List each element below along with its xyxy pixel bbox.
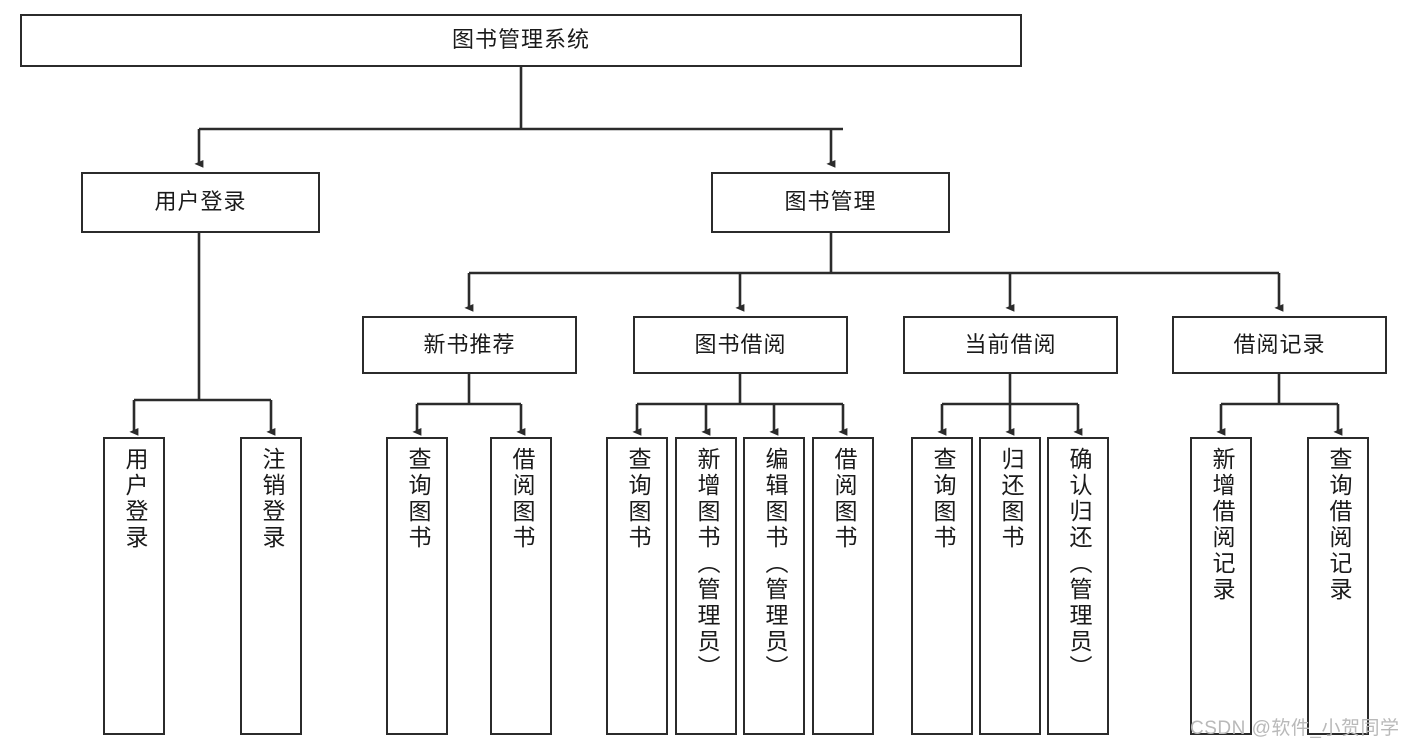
leaf-query-borrow-record[interactable]: 查询借阅记录 <box>1307 437 1369 735</box>
node-current-borrow-label: 当前借阅 <box>964 331 1057 357</box>
leaf-query-book-recommend-label: 查询图书 <box>404 447 431 551</box>
node-user-login[interactable]: 用户登录 <box>81 172 320 233</box>
leaf-query-book-borrow-label: 查询图书 <box>624 447 651 551</box>
leaf-return-book-label: 归还图书 <box>997 447 1024 551</box>
node-root[interactable]: 图书管理系统 <box>20 14 1022 67</box>
leaf-confirm-return-admin-label: 确认归还（管理员） <box>1065 447 1092 681</box>
leaf-borrow-book-label: 借阅图书 <box>830 447 857 551</box>
node-borrow-record-label: 借阅记录 <box>1233 331 1326 357</box>
node-root-label: 图书管理系统 <box>451 27 590 53</box>
leaf-query-book-borrow[interactable]: 查询图书 <box>606 437 668 735</box>
node-user-login-label: 用户登录 <box>154 189 247 215</box>
leaf-add-borrow-record[interactable]: 新增借阅记录 <box>1190 437 1252 735</box>
leaf-edit-book-admin[interactable]: 编辑图书（管理员） <box>743 437 805 735</box>
leaf-user-login-label: 用户登录 <box>121 447 148 551</box>
csdn-watermark: CSDN @软件_小贺同学 <box>1190 718 1400 739</box>
leaf-logout[interactable]: 注销登录 <box>240 437 302 735</box>
leaf-return-book[interactable]: 归还图书 <box>979 437 1041 735</box>
node-book-borrow[interactable]: 图书借阅 <box>633 316 848 374</box>
leaf-query-book-current-label: 查询图书 <box>929 447 956 551</box>
leaf-logout-label: 注销登录 <box>258 447 285 551</box>
node-new-book-recommend[interactable]: 新书推荐 <box>362 316 577 374</box>
leaf-add-book-admin[interactable]: 新增图书（管理员） <box>675 437 737 735</box>
leaf-borrow-book[interactable]: 借阅图书 <box>812 437 874 735</box>
node-book-management[interactable]: 图书管理 <box>711 172 950 233</box>
leaf-add-borrow-record-label: 新增借阅记录 <box>1208 447 1235 603</box>
node-book-borrow-label: 图书借阅 <box>694 331 787 357</box>
leaf-query-book-current[interactable]: 查询图书 <box>911 437 973 735</box>
leaf-user-login[interactable]: 用户登录 <box>103 437 165 735</box>
node-book-management-label: 图书管理 <box>784 189 877 215</box>
node-borrow-record[interactable]: 借阅记录 <box>1172 316 1387 374</box>
leaf-add-book-admin-label: 新增图书（管理员） <box>693 447 720 681</box>
leaf-confirm-return-admin[interactable]: 确认归还（管理员） <box>1047 437 1109 735</box>
leaf-query-book-recommend[interactable]: 查询图书 <box>386 437 448 735</box>
leaf-borrow-book-recommend[interactable]: 借阅图书 <box>490 437 552 735</box>
leaf-edit-book-admin-label: 编辑图书（管理员） <box>761 447 788 681</box>
node-current-borrow[interactable]: 当前借阅 <box>903 316 1118 374</box>
leaf-borrow-book-recommend-label: 借阅图书 <box>508 447 535 551</box>
leaf-query-borrow-record-label: 查询借阅记录 <box>1325 447 1352 603</box>
node-new-book-recommend-label: 新书推荐 <box>423 331 516 357</box>
